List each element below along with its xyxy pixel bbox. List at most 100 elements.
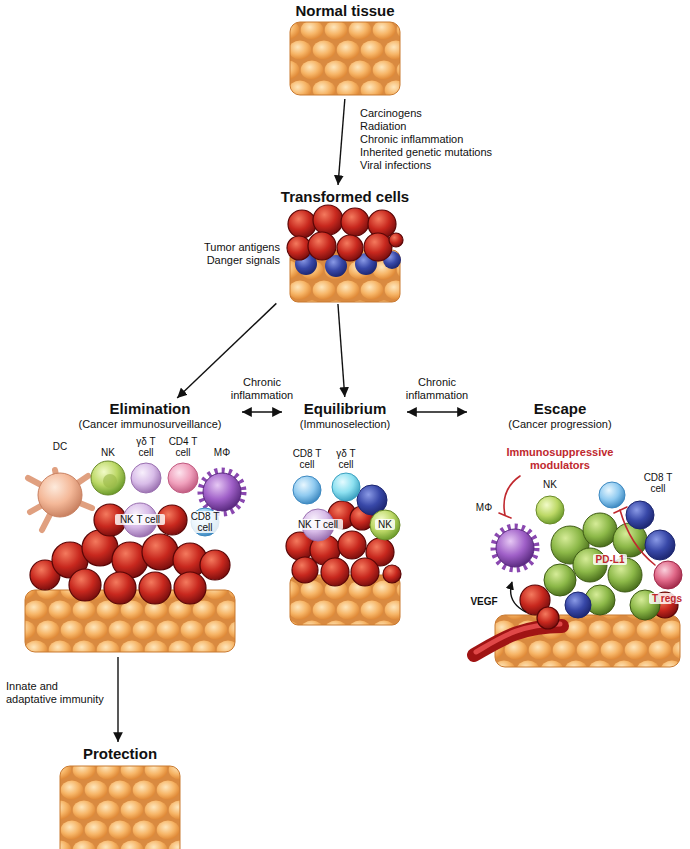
- cell-label: MΦ: [472, 502, 496, 513]
- elimination-art: [201, 471, 243, 513]
- normal-tissue-art: [290, 22, 400, 95]
- transformed-tissue-art: [287, 205, 403, 302]
- equilibrium-art: [370, 510, 400, 540]
- escape-art: [474, 476, 682, 667]
- cell-label: γδ T cell: [130, 436, 162, 458]
- signal-label: Danger signals: [195, 254, 280, 267]
- stage-node: Escape(Cancer progression): [470, 400, 685, 668]
- transformed-tissue-art: [287, 205, 403, 261]
- stage-heading: Elimination: [110, 400, 191, 418]
- ligand-label: PD-L1: [593, 554, 627, 565]
- cell-label: CD4 T cell: [166, 436, 200, 458]
- escape-art: [654, 561, 682, 589]
- stage-heading: Transformed cells: [281, 188, 409, 206]
- equilibrium-art: [351, 558, 379, 586]
- equilibrium-art: [332, 473, 360, 501]
- elimination-art: [174, 572, 206, 604]
- cell-label: T regs: [649, 593, 685, 604]
- equilibrium-art: [292, 557, 318, 583]
- escape-art: [583, 513, 617, 547]
- escape-art: [499, 476, 655, 565]
- stage-node: Protection: [55, 745, 185, 849]
- escape-art: [511, 582, 526, 612]
- flow-arrow: [117, 657, 118, 742]
- stage-heading: Escape: [534, 400, 587, 418]
- escape-art: [494, 527, 536, 569]
- modulator-label: Immunosuppressive modulators: [500, 446, 620, 472]
- cell-label: DC: [48, 441, 72, 452]
- cell-label: NK: [375, 519, 395, 530]
- cause-label: Viral infections: [360, 159, 510, 172]
- cell-label: NK: [540, 479, 560, 490]
- cell-label: NK T cell: [293, 519, 343, 530]
- escape-art: [496, 529, 534, 567]
- stage-subtitle: (Immunoselection): [300, 418, 390, 431]
- protection-art: [60, 766, 180, 849]
- stage-heading: Equilibrium: [304, 400, 387, 418]
- equilibrium-art: [383, 565, 401, 583]
- escape-art: [599, 482, 625, 508]
- cause-label: Carcinogens: [360, 107, 510, 120]
- cause-label: Radiation: [360, 120, 510, 133]
- transformed-tissue-art: [341, 208, 369, 236]
- protection-art: [60, 766, 180, 849]
- signal-label: Tumor antigens: [195, 241, 280, 254]
- elimination-art: [38, 473, 82, 517]
- escape-art: [536, 496, 564, 524]
- escape-art: [495, 615, 680, 667]
- escape-art: [626, 501, 654, 529]
- cell-label: NK: [96, 447, 120, 458]
- stage-subtitle: (Cancer progression): [508, 418, 611, 431]
- cell-label: γδ T cell: [330, 448, 362, 470]
- elimination-art: [168, 463, 198, 493]
- flow-arrow: [338, 99, 345, 185]
- escape-art: [645, 530, 675, 560]
- transformed-tissue-art: [287, 236, 311, 260]
- elimination-art: [139, 572, 171, 604]
- elimination-art: [200, 550, 230, 580]
- arrow-label: Chronic inflammation: [399, 376, 475, 402]
- elimination-art: [104, 572, 136, 604]
- equilibrium-art: [286, 473, 401, 625]
- elimination-art: [142, 534, 178, 570]
- equilibrium-art: [321, 558, 349, 586]
- transformed-tissue-art: [313, 205, 343, 235]
- flow-arrow: [338, 304, 345, 397]
- elimination-art: [103, 474, 117, 488]
- cell-label: CD8 T cell: [641, 472, 675, 494]
- arrow-label: Innate and adaptative immunity: [6, 680, 111, 706]
- cell-label: CD8 T cell: [188, 511, 222, 533]
- cell-label: CD8 T cell: [290, 448, 324, 470]
- transformed-tissue-art: [364, 233, 392, 261]
- escape-art: [504, 476, 520, 515]
- cell-label: NK T cell: [115, 514, 165, 525]
- equilibrium-art: [286, 501, 401, 586]
- cell-label: MΦ: [210, 447, 234, 458]
- stage-heading: Protection: [83, 745, 157, 763]
- stage-heading: Normal tissue: [295, 2, 394, 20]
- elimination-art: [203, 473, 241, 511]
- flow-arrow: [407, 411, 467, 412]
- elimination-art: [30, 504, 230, 604]
- elimination-art: [25, 461, 243, 652]
- escape-art: [499, 513, 511, 518]
- transformed-tissue-art: [389, 233, 403, 247]
- normal-tissue-art: [290, 22, 400, 95]
- equilibrium-art: [338, 531, 366, 559]
- escape-art: [520, 585, 678, 629]
- arrow-label: Chronic inflammation: [224, 376, 300, 402]
- escape-art: [544, 564, 576, 596]
- escape-art: [614, 507, 627, 513]
- stage-node: Transformed cells: [278, 188, 412, 302]
- escape-art: [565, 592, 591, 618]
- elimination-art: [28, 470, 92, 530]
- factor-label: VEGF: [468, 596, 500, 607]
- elimination-art: [131, 463, 161, 493]
- cause-label: Chronic inflammation: [360, 133, 510, 146]
- transformed-tissue-art: [288, 210, 316, 238]
- elimination-art: [91, 461, 125, 495]
- transformed-tissue-art: [337, 235, 363, 261]
- stage-node: Equilibrium(Immunoselection): [285, 400, 405, 625]
- transformed-tissue-art: [308, 232, 336, 260]
